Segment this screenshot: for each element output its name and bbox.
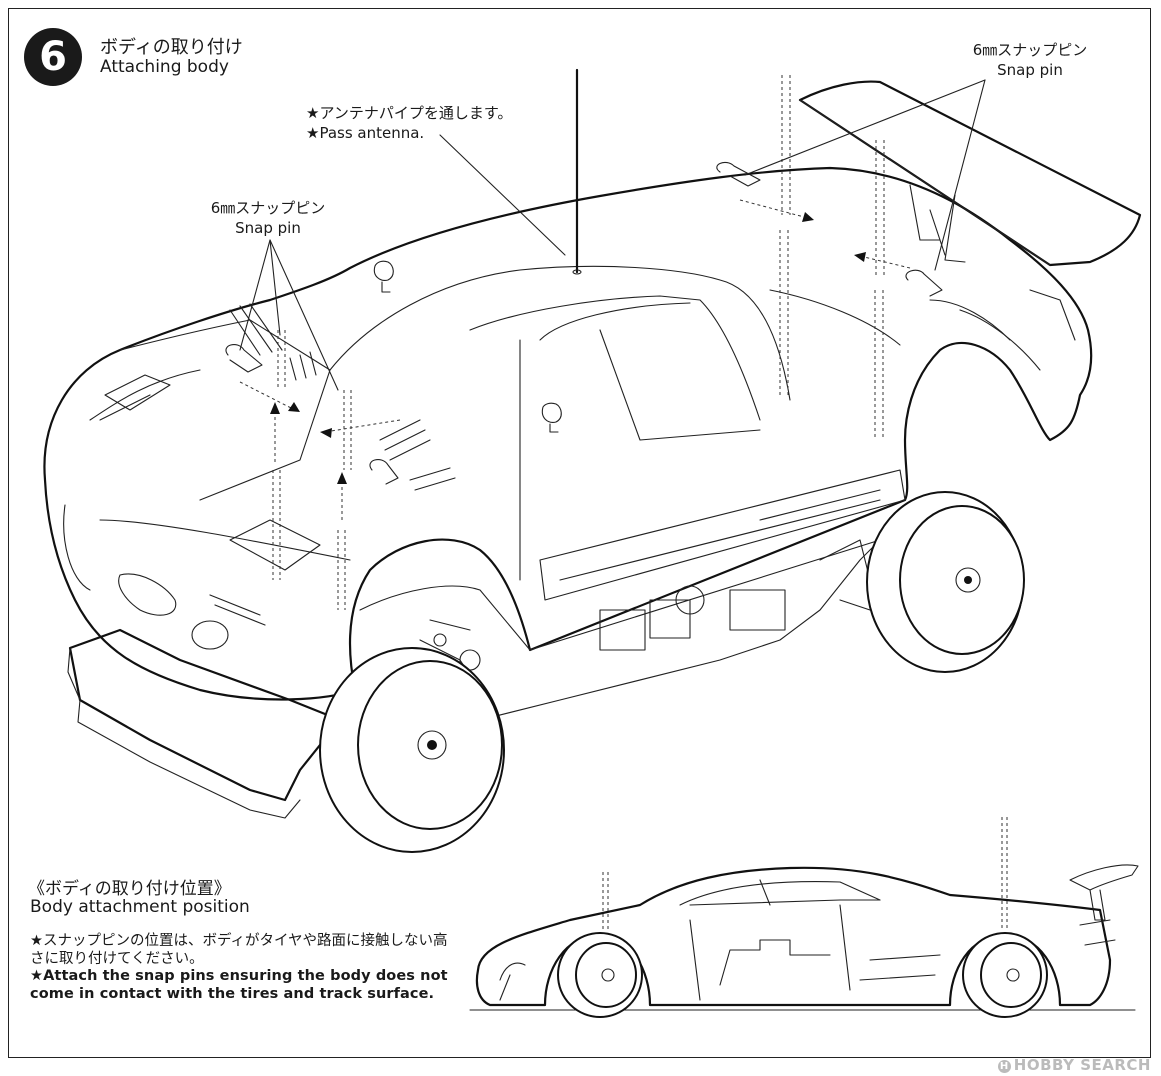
step-number-badge: 6 [24,28,82,86]
rear-wheel [866,491,1025,673]
step-title-english: Attaching body [100,57,229,77]
snap-pin-callout-left: 6㎜スナップピン Snap pin [188,198,348,238]
front-wheel [319,647,505,853]
step-title-japanese: ボディの取り付け [100,37,243,58]
snap-pins [225,161,943,485]
snap-pin-right-en: Snap pin [997,61,1063,79]
antenna-callout-jp: ★アンテナパイプを通します。 [306,104,513,122]
body-posts [272,75,885,610]
front-splitter [67,628,342,819]
attachment-section-title-en: Body attachment position [30,897,250,917]
antenna-callout-en: ★Pass antenna. [306,124,425,142]
assembly-arrows [239,199,911,520]
snap-pin-right-jp: 6㎜スナップピン [972,41,1088,59]
watermark-text: HOBBY SEARCH [1013,1056,1151,1074]
snap-pin-callout-right: 6㎜スナップピン Snap pin [950,40,1110,80]
antenna-callout: ★アンテナパイプを通します。 ★Pass antenna. [306,103,512,143]
attachment-note-en: ★Attach the snap pins ensuring the body … [30,968,448,1002]
antenna-pipe [572,68,582,275]
leader-lines [239,79,986,391]
hobby-search-logo-icon: H [997,1060,1011,1073]
attachment-notes: ★スナップピンの位置は、ボディがタイヤや路面に接触しない高さに取り付けてください… [30,933,450,1003]
page-border [8,8,1151,1058]
rear-wing [798,80,1142,267]
attachment-section-title-jp: 《ボディの取り付け位置》 [28,879,231,899]
attachment-note-jp: ★スナップピンの位置は、ボディがタイヤや路面に接触しない高さに取り付けてください… [30,933,448,967]
snap-pin-left-jp: 6㎜スナップピン [210,199,326,217]
snap-pin-left-en: Snap pin [235,219,301,237]
side-view-diagram [469,817,1139,1018]
